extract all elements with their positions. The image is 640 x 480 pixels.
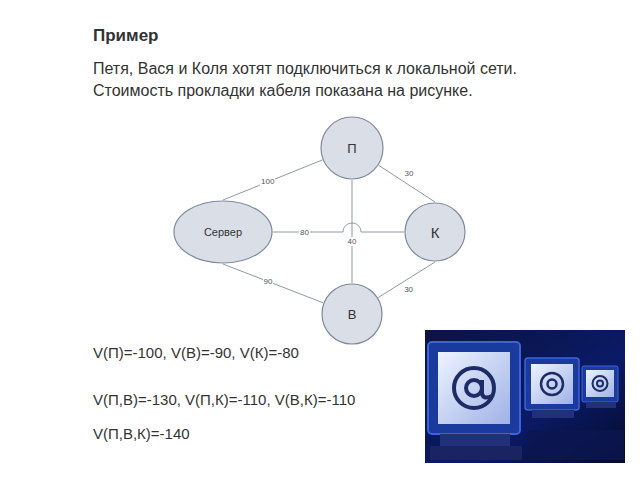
node-label: К [431, 224, 440, 241]
cable-line [273, 223, 404, 232]
cable-line [223, 264, 323, 303]
cable-line [379, 165, 435, 202]
node-label: Сервер [204, 226, 242, 238]
cable-line [352, 180, 353, 283]
cost-label: 40 [347, 237, 358, 246]
slide-title: Пример [93, 25, 158, 47]
cost-label: 90 [263, 277, 274, 286]
user-circle: К [404, 202, 466, 262]
node-label: В [348, 307, 357, 322]
node-shape [174, 201, 272, 263]
node-shape [405, 203, 465, 261]
cable-line [378, 262, 435, 298]
server-ellipse: Сервер [173, 200, 273, 264]
user-circle: П [320, 116, 384, 180]
cost-label: 30 [403, 285, 414, 294]
node-shape [322, 284, 382, 344]
user-circle: В [321, 283, 383, 345]
task-text: Петя, Вася и Коля хотят подключиться к л… [93, 58, 573, 102]
node-label: П [347, 141, 356, 156]
formula-line: V(П)=-100, V(В)=-90, V(К)=-80 [93, 343, 413, 362]
cost-label: 30 [403, 169, 414, 178]
cable-line [223, 160, 322, 200]
node-shape [321, 117, 383, 179]
cost-label: 100 [260, 177, 275, 186]
cost-label: 80 [299, 228, 310, 237]
formula-line: V(П,В)=-130, V(П,К)=-110, V(В,К)=-110 [93, 390, 413, 409]
formula-line: V(П,В,К)=-140 [93, 424, 413, 443]
